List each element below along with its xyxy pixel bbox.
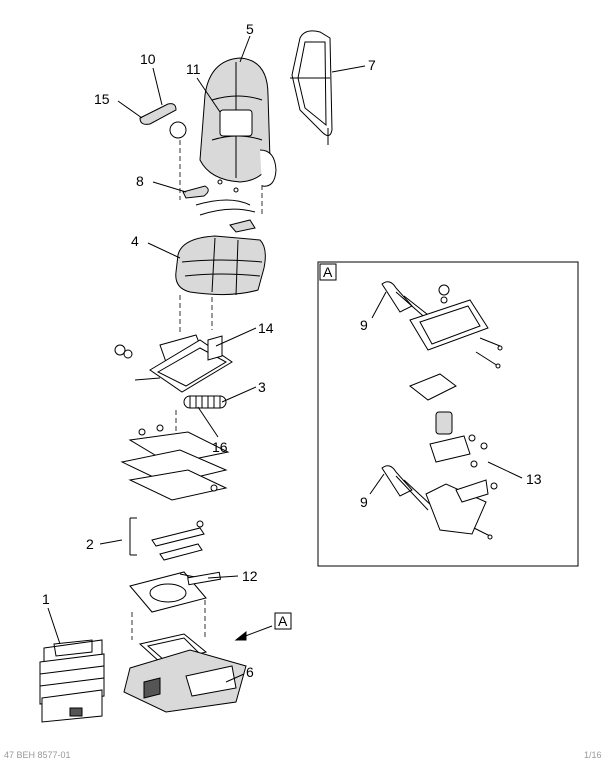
detail-a-border [317, 261, 579, 567]
detail-reference: A [234, 612, 292, 641]
armrest-frame-part [290, 30, 333, 145]
detail-a-label-box [319, 263, 337, 281]
callout-15: 15 [94, 91, 110, 107]
seat-cushion-part [175, 235, 266, 296]
boot-part [39, 639, 105, 723]
callout-2: 2 [86, 536, 94, 552]
detail-reference-label: A [278, 613, 288, 629]
detail-a-label: A [323, 264, 333, 280]
seat-frame-part [114, 334, 233, 393]
armrest-pad-part [139, 103, 177, 125]
leader-lines [47, 35, 523, 683]
backrest-hardware-part [182, 179, 256, 233]
callout-1: 1 [42, 591, 50, 607]
callout-8: 8 [136, 173, 144, 189]
callout-5: 5 [246, 21, 254, 37]
callout-13: 13 [526, 471, 542, 487]
callout-11: 11 [186, 61, 201, 77]
callout-10: 10 [140, 51, 156, 67]
suspension-base-part [123, 633, 247, 713]
slide-rail-part [120, 424, 230, 501]
callout-4: 4 [131, 233, 139, 249]
backrest-part [169, 57, 277, 187]
callout-12: 12 [242, 568, 258, 584]
callout-7: 7 [368, 57, 376, 73]
scissor-base-part [129, 571, 222, 613]
callout-9-upper: 9 [360, 317, 368, 333]
footer-right: 1/16 [584, 750, 602, 760]
callout-14: 14 [258, 320, 274, 336]
callout-9-lower: 9 [360, 494, 368, 510]
detail-a-panel: A [317, 261, 579, 567]
lumbar-support-part [219, 109, 253, 137]
callout-6: 6 [246, 664, 254, 680]
footer-left: 47 BEH 8577-01 [4, 750, 71, 760]
callout-16: 16 [212, 439, 228, 455]
callout-3: 3 [258, 379, 266, 395]
suspension-linkage-part [129, 517, 205, 561]
spring-part [183, 395, 227, 409]
